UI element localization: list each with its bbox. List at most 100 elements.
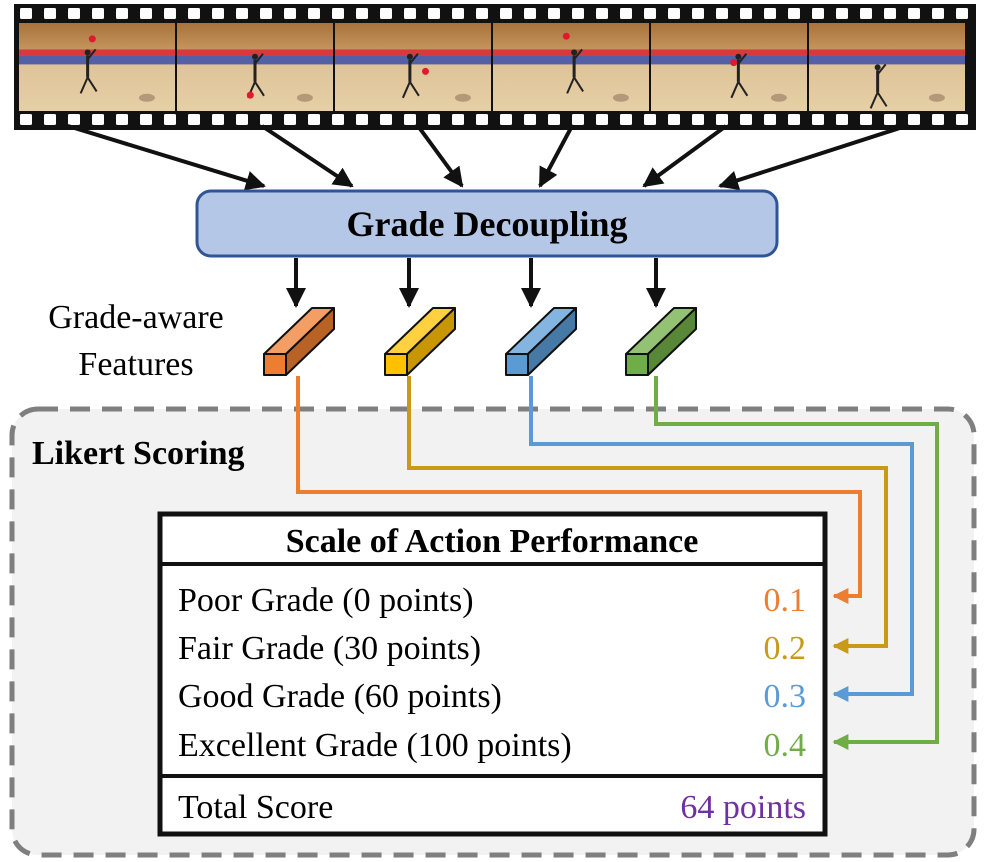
grade-row-good-value: 0.3 (764, 678, 807, 715)
sprocket-hole (92, 114, 104, 125)
sprocket-hole (332, 8, 344, 19)
sprocket-hole (308, 114, 320, 125)
cuboid-front (263, 353, 287, 376)
gymnast-leg (254, 81, 265, 97)
grade-decoupling-box (195, 189, 779, 258)
gymnast-head (252, 53, 258, 60)
gymnast-arm (86, 48, 97, 61)
gymnast-leg (409, 81, 420, 97)
grade-row-excellent-label: Excellent Grade (100 points) (178, 727, 572, 764)
frame-arrow-3 (416, 124, 464, 188)
sprocket-hole (284, 114, 296, 125)
sprocket-hole (788, 114, 800, 125)
sprocket-hole (764, 114, 776, 125)
gymnast-leg (566, 76, 576, 94)
frame-carpet-edge (177, 49, 333, 56)
sprocket-hole (236, 8, 248, 19)
frame-carpet-border (493, 55, 649, 65)
frame-carpet-edge (809, 49, 965, 56)
sprocket-hole (644, 8, 656, 19)
sprocket-hole (620, 8, 632, 19)
sprocket-hole (332, 114, 344, 125)
gymnast-head (874, 64, 881, 71)
gymnast-leg (401, 81, 411, 99)
frame-carpet-edge (651, 49, 807, 56)
total-score-label: Total Score (178, 789, 333, 826)
scale-table-header: Scale of Action Performance (286, 523, 699, 560)
sprocket-hole (356, 114, 368, 125)
sprocket-hole (596, 8, 608, 19)
sprocket-hole (716, 114, 728, 125)
frame-backdrop (19, 23, 175, 50)
frame-floor-mark (454, 93, 471, 102)
sprocket-hole (20, 8, 32, 19)
sprocket-hole (740, 114, 752, 125)
ball-icon (730, 59, 738, 67)
sprocket-hole (68, 8, 80, 19)
frame-carpet-border (19, 55, 175, 65)
frame-arrow-4 (538, 125, 574, 188)
sprocket-hole (860, 8, 872, 19)
video-frame-2 (177, 23, 333, 111)
grade-decoupling-label: Grade Decoupling (346, 204, 627, 244)
sprocket-hole (596, 114, 608, 125)
sprocket-hole (236, 114, 248, 125)
sprocket-hole (572, 8, 584, 19)
sprocket-hole (572, 114, 584, 125)
sprocket-hole (380, 8, 392, 19)
frame-floor-mark (296, 93, 313, 102)
cuboid-front (505, 353, 529, 376)
fair-grade-feature-icon (384, 307, 456, 376)
frame-floor-mark (612, 93, 629, 102)
sprocket-hole (68, 114, 80, 125)
video-frame-4 (493, 23, 649, 111)
frame-floor-mark (138, 93, 155, 102)
sprocket-hole (788, 8, 800, 19)
sprocket-hole (740, 8, 752, 19)
sprocket-hole (764, 8, 776, 19)
sprocket-hole (548, 114, 560, 125)
sprocket-hole (716, 8, 728, 19)
video-frame-6 (809, 23, 965, 111)
sprocket-hole (860, 114, 872, 125)
sprocket-hole (116, 8, 128, 19)
grade-row-poor-value: 0.1 (764, 582, 807, 619)
gymnast-arm (737, 53, 748, 65)
frame-floor-mark (928, 93, 945, 102)
gymnast-head (571, 49, 578, 56)
sprocket-hole (212, 8, 224, 19)
sprocket-hole (932, 114, 944, 125)
frame-floor-mark (770, 93, 787, 102)
grade-row-fair-label: Fair Grade (30 points) (178, 630, 481, 667)
sprocket-hole (476, 8, 488, 19)
sprocket-hole (956, 8, 968, 19)
gymnast-arm (876, 63, 887, 75)
sprocket-hole (212, 114, 224, 125)
frame-arrow-5 (642, 124, 728, 188)
sprocket-holes-top (20, 8, 968, 19)
sprocket-hole (164, 114, 176, 125)
features-label-line1: Grade-aware (48, 299, 224, 336)
sprocket-hole (188, 8, 200, 19)
gymnast-head (84, 49, 91, 56)
gymnast-leg (573, 76, 584, 92)
video-frame-5 (651, 23, 807, 111)
sprocket-hole (908, 114, 920, 125)
grade-decoupling-module: Grade Decoupling (195, 189, 779, 258)
frame-arrow-2 (260, 124, 354, 188)
film-strip (14, 4, 976, 130)
scale-table: Scale of Action Performance Poor Grade (… (157, 511, 828, 837)
sprocket-hole (404, 8, 416, 19)
frame-backdrop (335, 23, 491, 50)
gymnast-head (735, 53, 742, 60)
sprocket-hole (260, 114, 272, 125)
sprocket-hole (836, 114, 848, 125)
sprocket-hole (500, 8, 512, 19)
cuboid-front (625, 353, 649, 376)
sprocket-hole (548, 8, 560, 19)
grade-row-excellent-value: 0.4 (764, 727, 807, 764)
poor-grade-feature-icon (263, 307, 335, 376)
cuboid-front (384, 353, 408, 376)
scale-table-border (157, 511, 828, 837)
gymnast-head (406, 53, 413, 60)
